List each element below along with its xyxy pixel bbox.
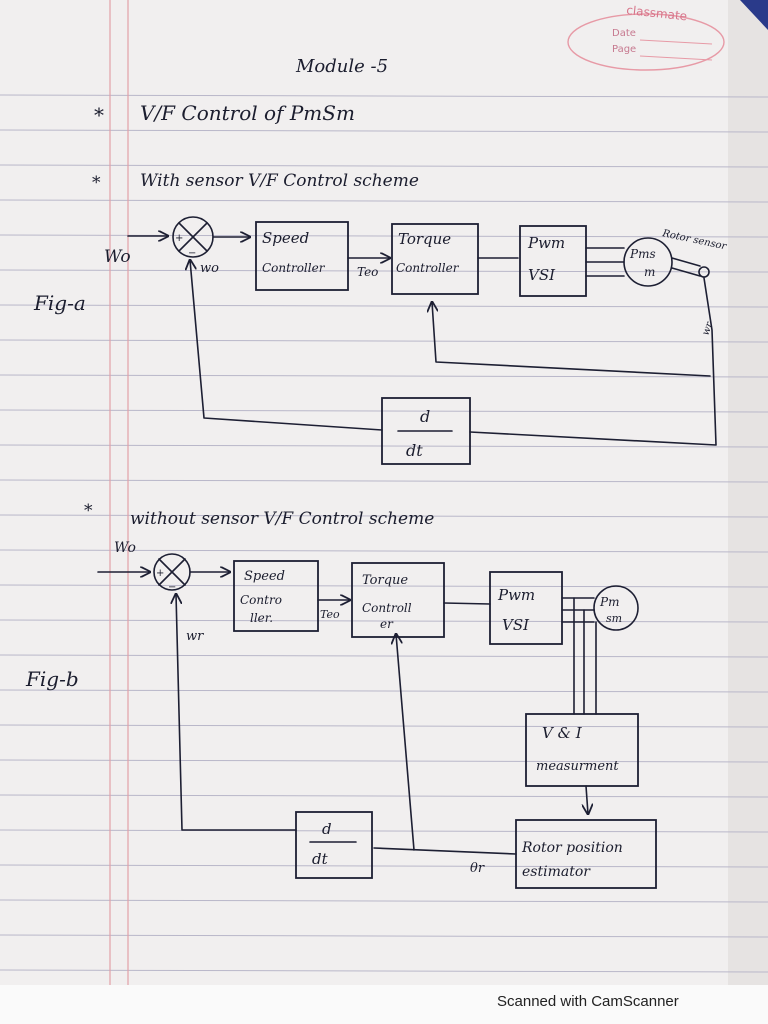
svg-text:−: − xyxy=(168,582,176,593)
fig-a-omega-r: wr xyxy=(700,320,715,337)
svg-text:+: + xyxy=(175,233,183,244)
brand-name: classmate xyxy=(626,3,688,23)
fig-b-speed-label-1: Speed xyxy=(244,569,285,584)
fig-b-motor-label-2: sm xyxy=(606,612,622,625)
bullet-1: * xyxy=(94,103,104,127)
fig-b-torque-label-2: Controll xyxy=(362,601,412,615)
fig-b-omega-ref: Wo xyxy=(114,540,136,556)
date-label: Date xyxy=(612,28,636,39)
fig-b-torque-label-3: er xyxy=(380,617,394,631)
fig-a-motor xyxy=(623,237,673,287)
fig-b-derivative-block xyxy=(295,811,373,879)
section-a-title: With sensor V/F Control scheme xyxy=(140,171,419,191)
fig-b-deriv-num: d xyxy=(322,820,332,838)
fig-a-label: Fig-a xyxy=(33,291,86,315)
fig-a-omega-feedback: wo xyxy=(200,261,219,276)
bullet-3: * xyxy=(84,501,93,521)
fig-a-speed-label-2: Controller xyxy=(262,261,326,275)
fig-b-pwm-label-1: Pwm xyxy=(497,586,535,604)
classmate-logo: classmate Date Page xyxy=(567,3,725,71)
fig-b-speed-label-2: Contro xyxy=(240,593,282,607)
fig-a-derivative-block xyxy=(381,397,471,465)
fig-b-torque-label-1: Torque xyxy=(362,573,408,588)
fig-b-speed-controller-block xyxy=(233,560,319,632)
bullet-2: * xyxy=(92,173,101,193)
fig-b-teo: Teo xyxy=(320,608,340,621)
fig-a-deriv-num: d xyxy=(420,407,430,426)
fig-b-measure-label-2: measurment xyxy=(536,759,619,774)
fig-a-motor-label-2: m xyxy=(644,265,655,279)
scanner-watermark: Scanned with CamScanner xyxy=(497,993,679,1010)
fig-b-rotor-label-1: Rotor position xyxy=(521,840,623,856)
fig-a-torque-label-2: Controller xyxy=(396,261,460,275)
fig-b-deriv-den: dt xyxy=(312,850,329,868)
fig-a-speed-label-1: Speed xyxy=(262,229,309,247)
section-b-title: without sensor V/F Control scheme xyxy=(130,509,434,529)
fig-a-pwm-label-1: Pwm xyxy=(527,234,565,252)
svg-text:+: + xyxy=(156,568,164,579)
fig-a-motor-label-1: Pms xyxy=(629,247,656,261)
fig-b-label: Fig-b xyxy=(25,667,79,691)
fig-a-pwm-vsi-block xyxy=(519,225,587,297)
fig-b-speed-label-3: ller. xyxy=(250,611,273,625)
page-title: V/F Control of PmSm xyxy=(140,101,355,125)
fig-a-omega-ref: Wo xyxy=(104,247,131,267)
fig-b-omega-r: wr xyxy=(186,629,204,644)
fig-b-measure-label-1: V & I xyxy=(542,724,583,742)
page-label: Page xyxy=(612,44,636,55)
fig-a-teo: Teo xyxy=(357,265,378,279)
fig-a-speed-controller-block xyxy=(255,221,349,291)
fig-b-measurement-block xyxy=(525,713,639,787)
fig-b-motor-label-1: Pm xyxy=(599,595,619,609)
fig-b-pwm-label-2: VSI xyxy=(502,616,530,634)
fig-b-rotor-label-2: estimator xyxy=(522,864,591,880)
fig-b-pwm-vsi-block xyxy=(489,571,563,645)
fig-a-pwm-label-2: VSI xyxy=(528,266,556,284)
fig-a-torque-label-1: Torque xyxy=(398,230,451,248)
fig-b-motor xyxy=(593,585,639,631)
module-heading: Module -5 xyxy=(295,56,388,77)
svg-text:−: − xyxy=(188,248,196,259)
fig-a-torque-controller-block xyxy=(391,223,479,295)
scanner-footer: Scanned with CamScanner xyxy=(0,985,768,1024)
fig-b-theta-r: θr xyxy=(470,861,485,876)
fig-a-deriv-den: dt xyxy=(406,441,423,460)
figure-b-diagram: Wo + − Speed Contro ller. Teo Torque Con… xyxy=(97,540,657,889)
